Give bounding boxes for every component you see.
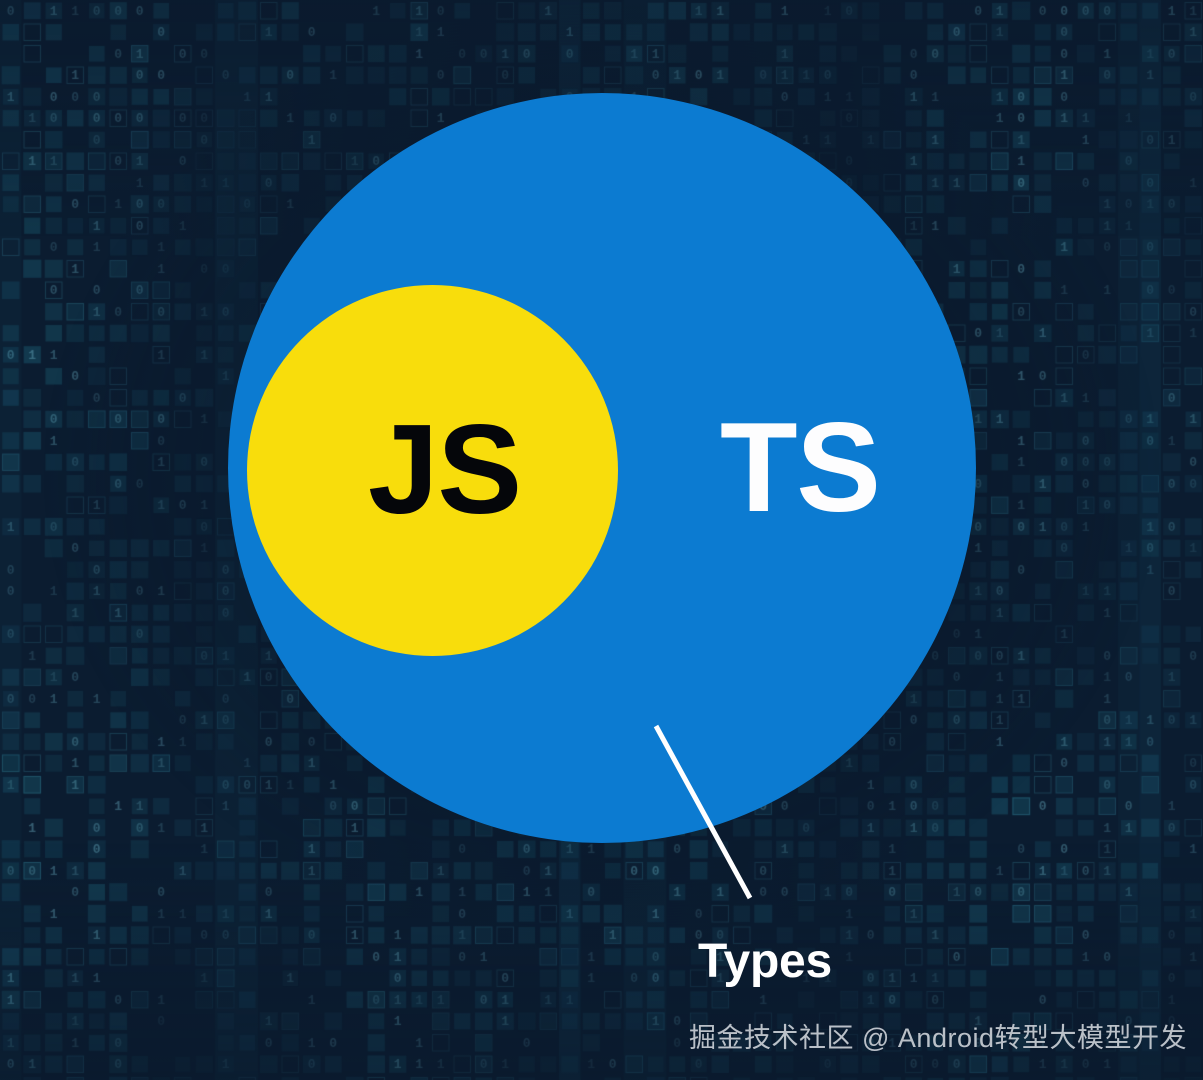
typescript-label: TS bbox=[720, 396, 881, 538]
types-callout-label: Types bbox=[698, 935, 832, 988]
javascript-label: JS bbox=[368, 398, 522, 540]
watermark-text: 掘金技术社区 @ Android转型大模型开发 bbox=[689, 1023, 1187, 1053]
